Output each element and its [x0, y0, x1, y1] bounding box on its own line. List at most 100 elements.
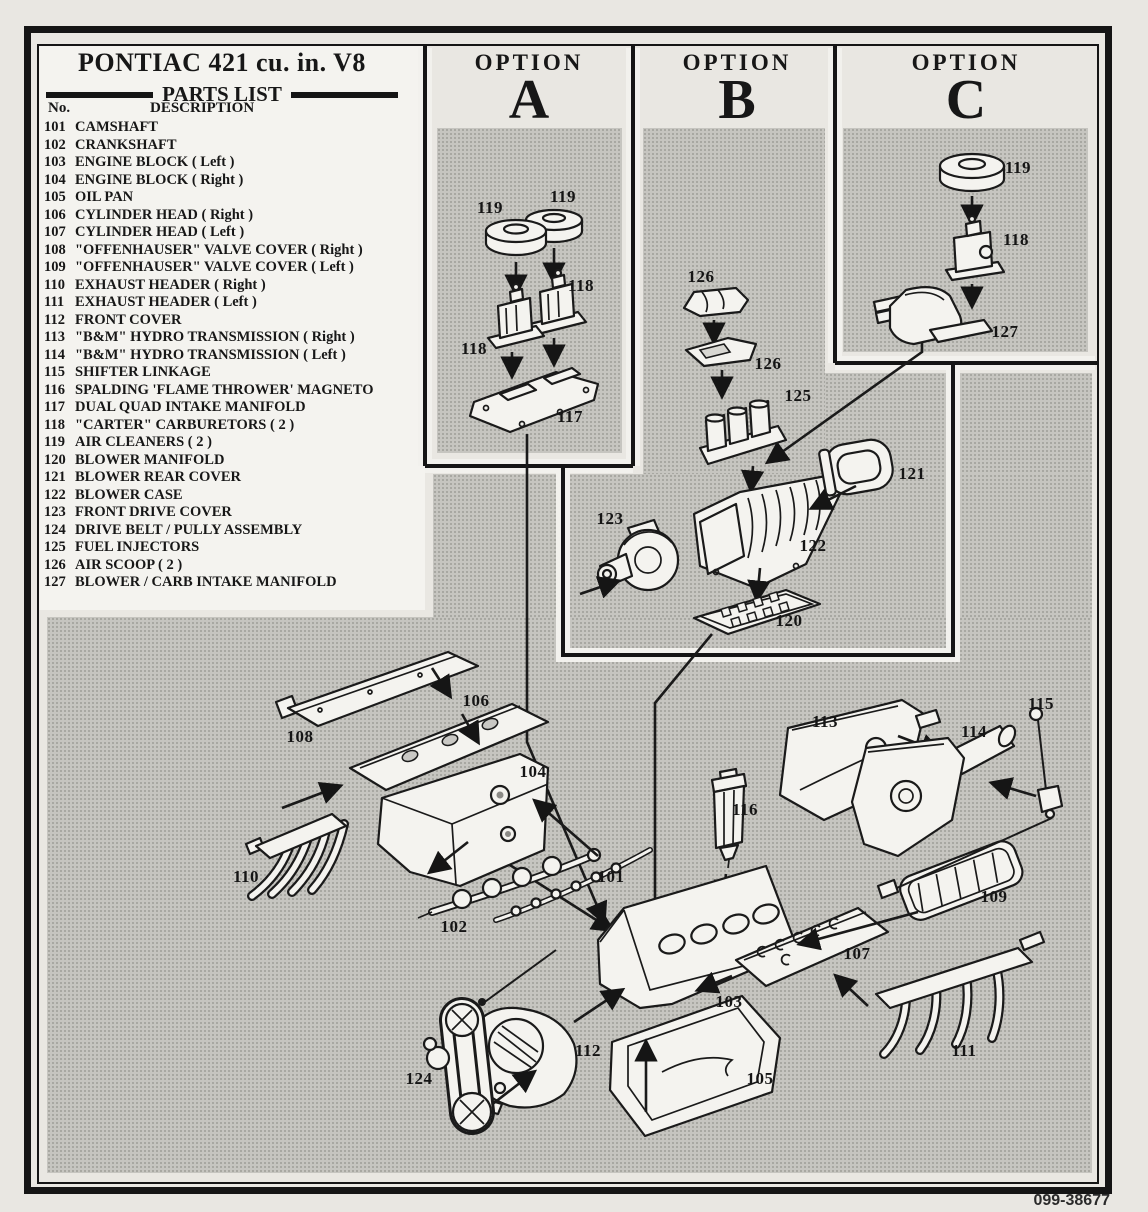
- part-description: CYLINDER HEAD ( Left ): [75, 224, 245, 240]
- part-number: 107: [44, 224, 66, 240]
- part-number: 126: [44, 556, 66, 573]
- part-callout: 126: [687, 267, 715, 286]
- part-109-valve-cover-left-art: [899, 840, 1024, 921]
- part-description: FRONT COVER: [75, 311, 182, 328]
- part-description: EXHAUST HEADER ( Right ): [75, 276, 266, 293]
- part-118-carburetor-c-art: [944, 214, 1006, 282]
- part-callout: 109: [980, 887, 1008, 906]
- part-callout: 111: [951, 1041, 977, 1060]
- part-callout: 118: [460, 339, 488, 358]
- part-number: 109: [44, 259, 66, 275]
- part-callout: 118: [567, 276, 595, 295]
- part-124-drive-belt-art: [422, 949, 557, 1135]
- part-number: 117: [44, 399, 65, 415]
- page-outer-frame: [24, 26, 1112, 1194]
- part-description: DUAL QUAD INTAKE MANIFOLD: [75, 399, 306, 415]
- part-number: 124: [44, 521, 66, 538]
- part-callout: 107: [843, 944, 871, 963]
- part-row: 117 DUAL QUAD INTAKE MANIFOLD: [44, 399, 420, 417]
- option-b-word: OPTION: [682, 50, 792, 75]
- part-callout: 122: [799, 536, 827, 555]
- part-callout: 116: [731, 800, 759, 819]
- part-callout: 101: [597, 867, 625, 886]
- part-description: BLOWER / CARB INTAKE MANIFOLD: [75, 574, 337, 590]
- part-row: 118"CARTER" CARBURETORS ( 2 ): [44, 417, 420, 435]
- parts-list-panel: [39, 46, 425, 610]
- part-number: 114: [44, 346, 65, 363]
- option-box-borders: [418, 46, 1097, 662]
- part-106-cylinder-head-right-art: [348, 702, 550, 792]
- part-number: 115: [44, 364, 65, 380]
- part-number: 106: [44, 206, 66, 223]
- part-row: 116 SPALDING 'FLAME THROWER' MAGNETO: [44, 382, 420, 400]
- parts-list-subtitle: PARTS LIST: [46, 82, 398, 107]
- part-101-camshaft-art: [493, 847, 653, 923]
- part-callout: 102: [440, 917, 468, 936]
- part-description: FRONT DRIVE COVER: [75, 504, 232, 520]
- part-row: 127 BLOWER / CARB INTAKE MANIFOLD: [44, 574, 420, 592]
- part-row: 125 FUEL INJECTORS: [44, 539, 420, 557]
- option-a-word: OPTION: [474, 50, 584, 75]
- part-callout: 125: [784, 386, 812, 405]
- part-113-transmission-right-art: [778, 698, 942, 822]
- part-number: 122: [44, 486, 66, 503]
- parts-list-title: PONTIAC 421 cu. in. V8: [78, 48, 366, 77]
- part-callout: 126: [754, 354, 782, 373]
- part-number: 104: [44, 171, 66, 188]
- part-description: SPALDING 'FLAME THROWER' MAGNETO: [75, 381, 374, 398]
- part-description: CAMSHAFT: [75, 119, 158, 135]
- part-callout: 119: [476, 198, 504, 217]
- part-row: 123 FRONT DRIVE COVER: [44, 504, 420, 522]
- part-description: FUEL INJECTORS: [75, 539, 200, 555]
- part-callout: 117: [556, 407, 584, 426]
- parts-list-subtitle-text: PARTS LIST: [162, 82, 282, 106]
- part-number: 116: [44, 381, 65, 398]
- part-row: 115 SHIFTER LINKAGE: [44, 364, 420, 382]
- part-number: 105: [44, 189, 66, 205]
- part-callout: 104: [519, 762, 547, 781]
- part-111-exhaust-header-left-art: [874, 930, 1046, 1059]
- part-number: 123: [44, 504, 66, 520]
- part-number: 125: [44, 539, 66, 555]
- option-b-letter: B: [718, 69, 756, 131]
- part-row: 107 CYLINDER HEAD ( Left ): [44, 224, 420, 242]
- part-number: 127: [44, 574, 66, 590]
- part-description: "OFFENHAUSER" VALVE COVER ( Left ): [75, 259, 354, 275]
- part-description: SHIFTER LINKAGE: [75, 364, 211, 380]
- part-callout: 110: [232, 867, 260, 886]
- part-119-air-cleaners-art: [484, 208, 584, 257]
- option-b-header: OPTION B: [633, 50, 841, 131]
- part-callout: 112: [574, 1041, 602, 1060]
- option-c-letter: C: [945, 69, 987, 131]
- part-description: "CARTER" CARBURETORS ( 2 ): [75, 416, 295, 433]
- part-116-magneto-art: [710, 767, 748, 869]
- part-description: BLOWER CASE: [75, 486, 183, 503]
- part-callout: 119: [1004, 158, 1032, 177]
- part-callout: 124: [405, 1069, 433, 1088]
- part-120-blower-manifold-art: [692, 588, 822, 636]
- part-callout: 123: [596, 509, 624, 528]
- part-callout: 103: [715, 992, 743, 1011]
- part-125-fuel-injectors-art: [698, 399, 788, 466]
- part-callout: 106: [462, 691, 490, 710]
- part-description: EXHAUST HEADER ( Left ): [75, 294, 257, 310]
- part-description: "B&M" HYDRO TRANSMISSION ( Right ): [75, 329, 355, 345]
- part-number: 103: [44, 154, 66, 170]
- part-108-valve-cover-right-art: [274, 650, 480, 728]
- part-103-engine-block-left-art: [596, 864, 800, 1010]
- part-row: 109 "OFFENHAUSER" VALVE COVER ( Left ): [44, 259, 420, 277]
- part-description: CRANKSHAFT: [75, 136, 177, 153]
- part-description: BLOWER MANIFOLD: [75, 451, 225, 468]
- part-number: 113: [44, 329, 65, 345]
